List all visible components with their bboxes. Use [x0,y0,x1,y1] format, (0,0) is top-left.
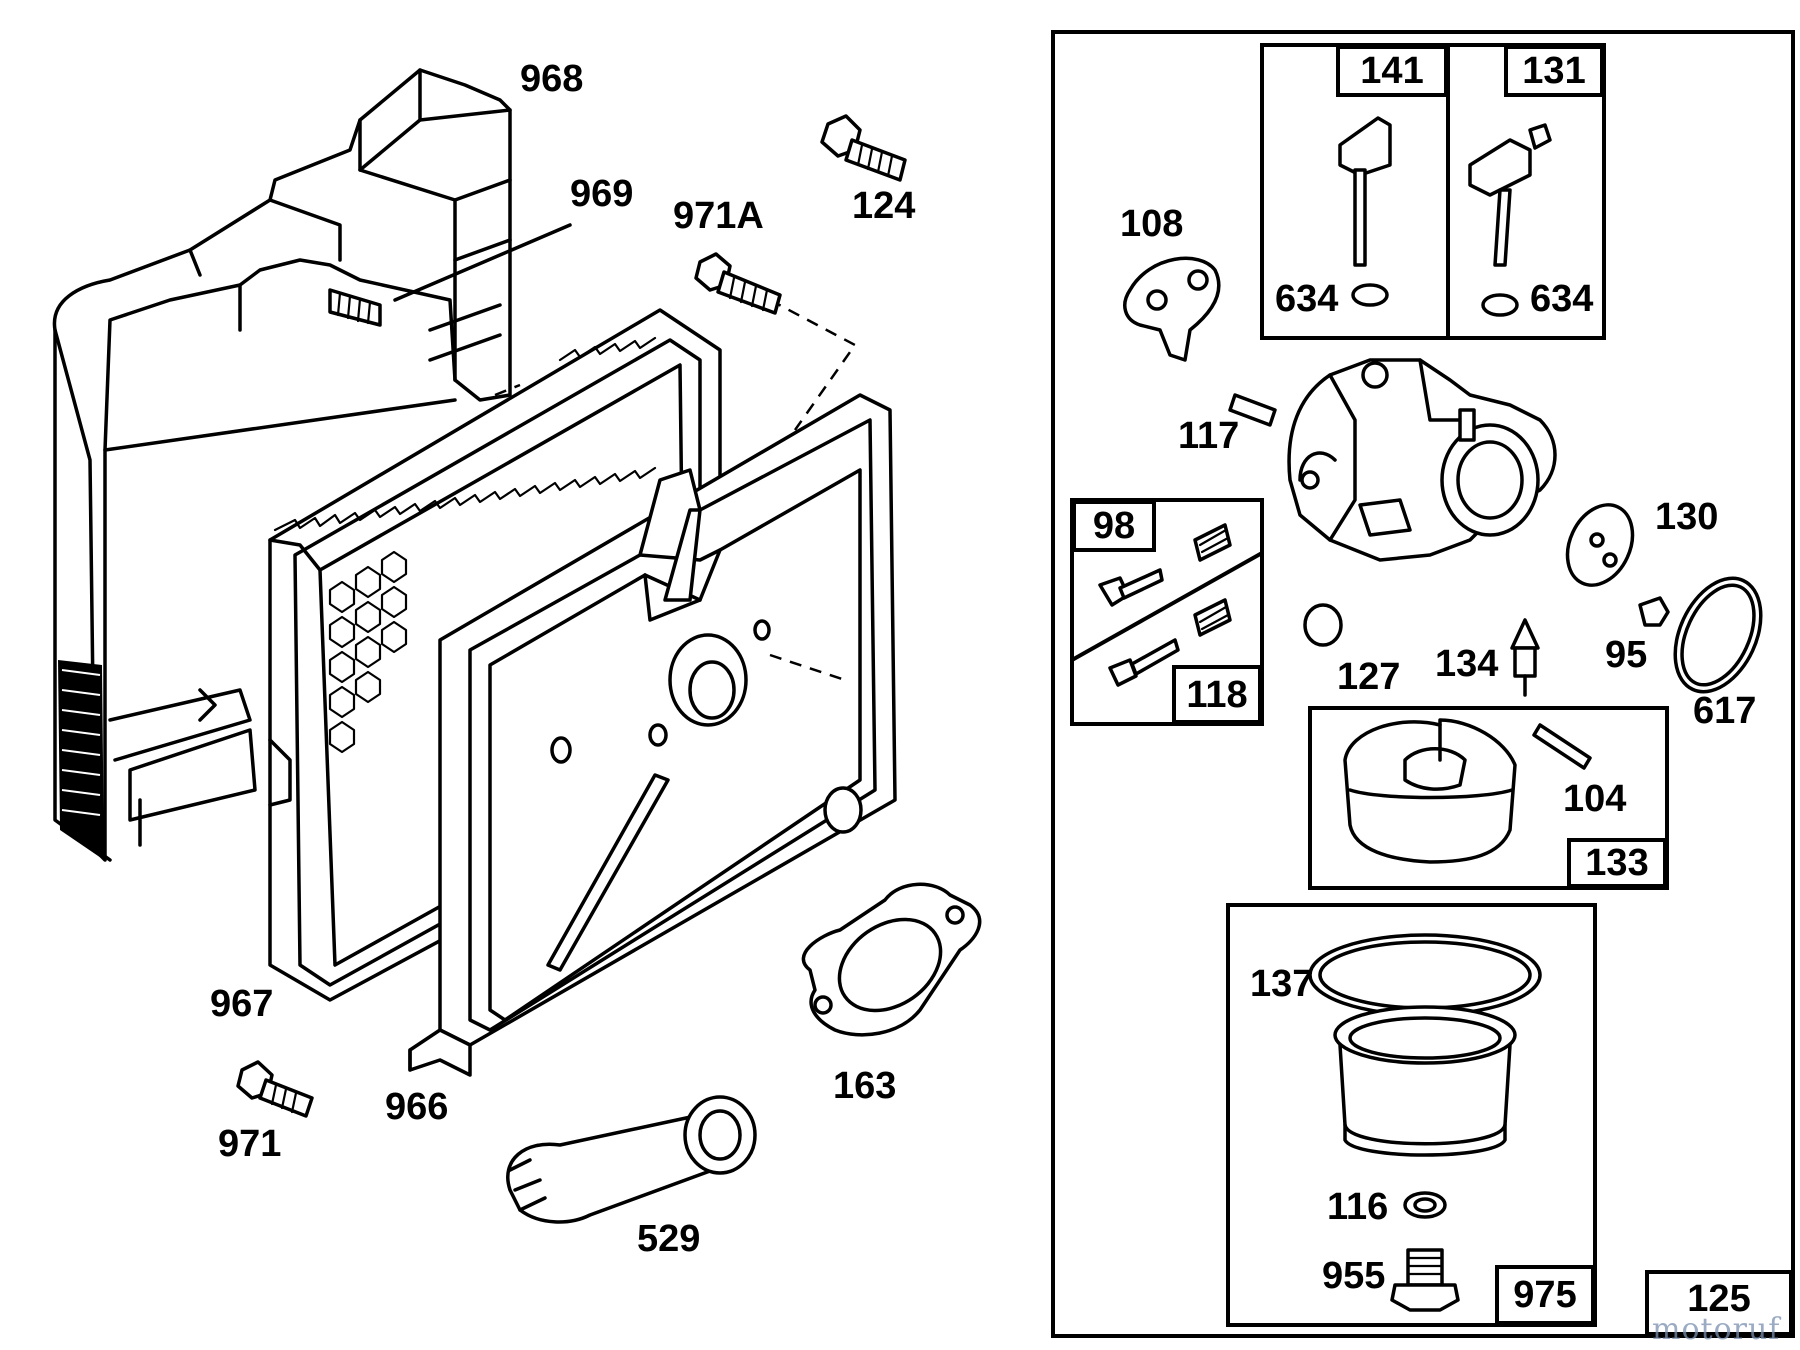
label-95: 95 [1605,634,1648,676]
o-ring-617-drawing [1673,576,1763,694]
part-130-drawing [1565,503,1635,587]
air-cleaner-base-drawing [52,68,572,862]
label-967: 967 [210,983,274,1025]
pin-104-drawing [1532,723,1592,770]
pin-117-drawing [1228,393,1277,427]
plate-108-drawing [1123,256,1221,362]
needle-134-drawing [1510,618,1540,697]
label-966: 966 [385,1086,449,1128]
box-label-98: 98 [1072,500,1156,552]
washer-116-drawing [1403,1191,1447,1219]
box-label-975: 975 [1495,1265,1595,1325]
air-cleaner-cover-drawing [408,393,897,1077]
box-label-133: 133 [1567,838,1667,888]
label-969: 969 [570,173,634,215]
label-971a: 971A [673,195,764,237]
mixture-screws-drawing [1071,523,1263,687]
screw-971-drawing [236,1060,314,1118]
label-104: 104 [1563,778,1627,820]
box-label-118: 118 [1172,665,1262,724]
label-127: 127 [1337,656,1401,698]
label-108: 108 [1120,203,1184,245]
screw-95-drawing [1638,596,1670,627]
screw-124-drawing [820,114,907,182]
label-117: 117 [1178,415,1240,457]
bolt-955-drawing [1390,1248,1460,1312]
choke-shaft-141-drawing [1338,116,1392,307]
label-124: 124 [852,185,916,227]
box-label-141: 141 [1336,45,1448,97]
label-163: 163 [833,1065,897,1107]
label-968: 968 [520,58,584,100]
carburetor-body-drawing [1287,358,1557,562]
breather-tube-529-drawing [506,1095,757,1224]
label-130: 130 [1655,496,1719,538]
float-133-drawing [1343,718,1517,864]
label-955: 955 [1322,1255,1386,1297]
gasket-163-drawing [801,882,982,1037]
label-137: 137 [1250,963,1314,1005]
label-529: 529 [637,1218,701,1260]
box-label-131: 131 [1504,45,1604,97]
float-bowl-975-drawing [1308,933,1542,1157]
label-634-a: 634 [1275,278,1339,320]
throttle-shaft-131-drawing [1468,123,1552,317]
label-971: 971 [218,1123,282,1165]
label-134: 134 [1435,643,1499,685]
label-634-b: 634 [1530,278,1594,320]
screw-971a-drawing [694,252,782,315]
label-617: 617 [1693,690,1757,732]
watermark: motoruf [1652,1312,1781,1347]
box-label-125: 125 [1645,1270,1793,1336]
label-116: 116 [1327,1186,1389,1228]
carburetor-panel-drawing [1051,30,1795,1338]
plug-127-drawing [1303,603,1343,647]
